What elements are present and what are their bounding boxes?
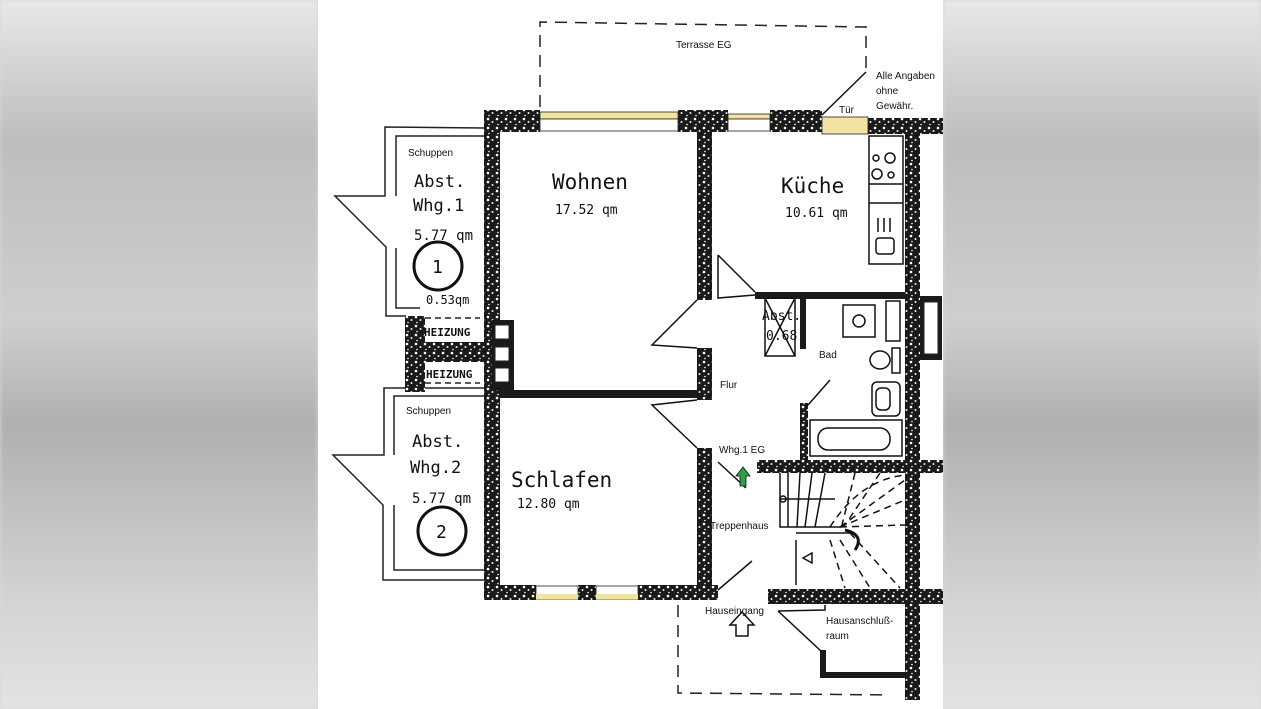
heating-2-label: HEIZUNG bbox=[426, 368, 473, 381]
shed-2-label: Schuppen bbox=[406, 406, 451, 417]
house-entrance-arrow-icon bbox=[728, 610, 756, 637]
storage-number-badges bbox=[412, 240, 468, 557]
door-label: Tür bbox=[839, 105, 855, 116]
disclaimer-line-1: Alle Angaben bbox=[876, 71, 935, 82]
storage-1-circle bbox=[412, 240, 464, 292]
entry-arrow-icon bbox=[735, 466, 751, 487]
hallway-label: Flur bbox=[720, 380, 738, 391]
storage-2-line-2: Whg.2 bbox=[410, 458, 461, 478]
apartment-entry-label: Whg.1 EG bbox=[719, 445, 765, 456]
blurred-background-right bbox=[943, 0, 1261, 709]
windows bbox=[535, 111, 869, 600]
utility-room-label-1: Hausanschluß- bbox=[826, 616, 893, 627]
living-room-area: 17.52 qm bbox=[555, 203, 618, 218]
storage-1-line-2: Whg.1 bbox=[413, 196, 464, 216]
kitchen-area: 10.61 qm bbox=[785, 206, 848, 221]
heating-1-label: HEIZUNG bbox=[424, 326, 471, 339]
disclaimer-line-2: ohne bbox=[876, 86, 899, 97]
bedroom-area: 12.80 qm bbox=[517, 497, 580, 512]
closet-line-1: Abst. bbox=[762, 309, 801, 324]
bedroom-name: Schlafen bbox=[511, 468, 612, 492]
disclaimer-line-3: Gewähr. bbox=[876, 101, 913, 112]
storage-1-area: 5.77 qm bbox=[414, 228, 473, 244]
utility-room-label-2: raum bbox=[826, 631, 849, 642]
storage-2-area: 5.77 qm bbox=[412, 491, 471, 507]
storage-2-number: 2 bbox=[436, 522, 447, 543]
closet-line-2: 0.68 bbox=[766, 329, 797, 344]
storage-1-line-1: Abst. bbox=[414, 172, 465, 192]
entrance-outline bbox=[677, 605, 891, 696]
storage-2-circle bbox=[416, 505, 468, 557]
kitchen-name: Küche bbox=[781, 174, 844, 198]
house-entrance-label: Hauseingang bbox=[705, 606, 764, 617]
shed-1-label: Schuppen bbox=[408, 148, 453, 159]
blurred-background-left bbox=[0, 0, 318, 709]
stairwell-label: Treppenhaus bbox=[710, 521, 769, 532]
bathroom-label: Bad bbox=[819, 350, 837, 361]
bathroom-fixtures bbox=[764, 297, 903, 457]
storage-1-number: 1 bbox=[432, 257, 443, 278]
terrace-outline bbox=[539, 21, 867, 107]
terrace-label: Terrasse EG bbox=[676, 40, 732, 51]
staircase bbox=[779, 472, 906, 589]
living-room-name: Wohnen bbox=[552, 170, 628, 194]
terrace-door bbox=[821, 116, 869, 135]
storage-2-line-1: Abst. bbox=[412, 432, 463, 452]
storage-1-small-area: 0.53qm bbox=[426, 293, 469, 307]
kitchen-counter bbox=[868, 135, 904, 265]
shed-outlines bbox=[331, 126, 485, 581]
chimney-flues bbox=[494, 301, 939, 383]
